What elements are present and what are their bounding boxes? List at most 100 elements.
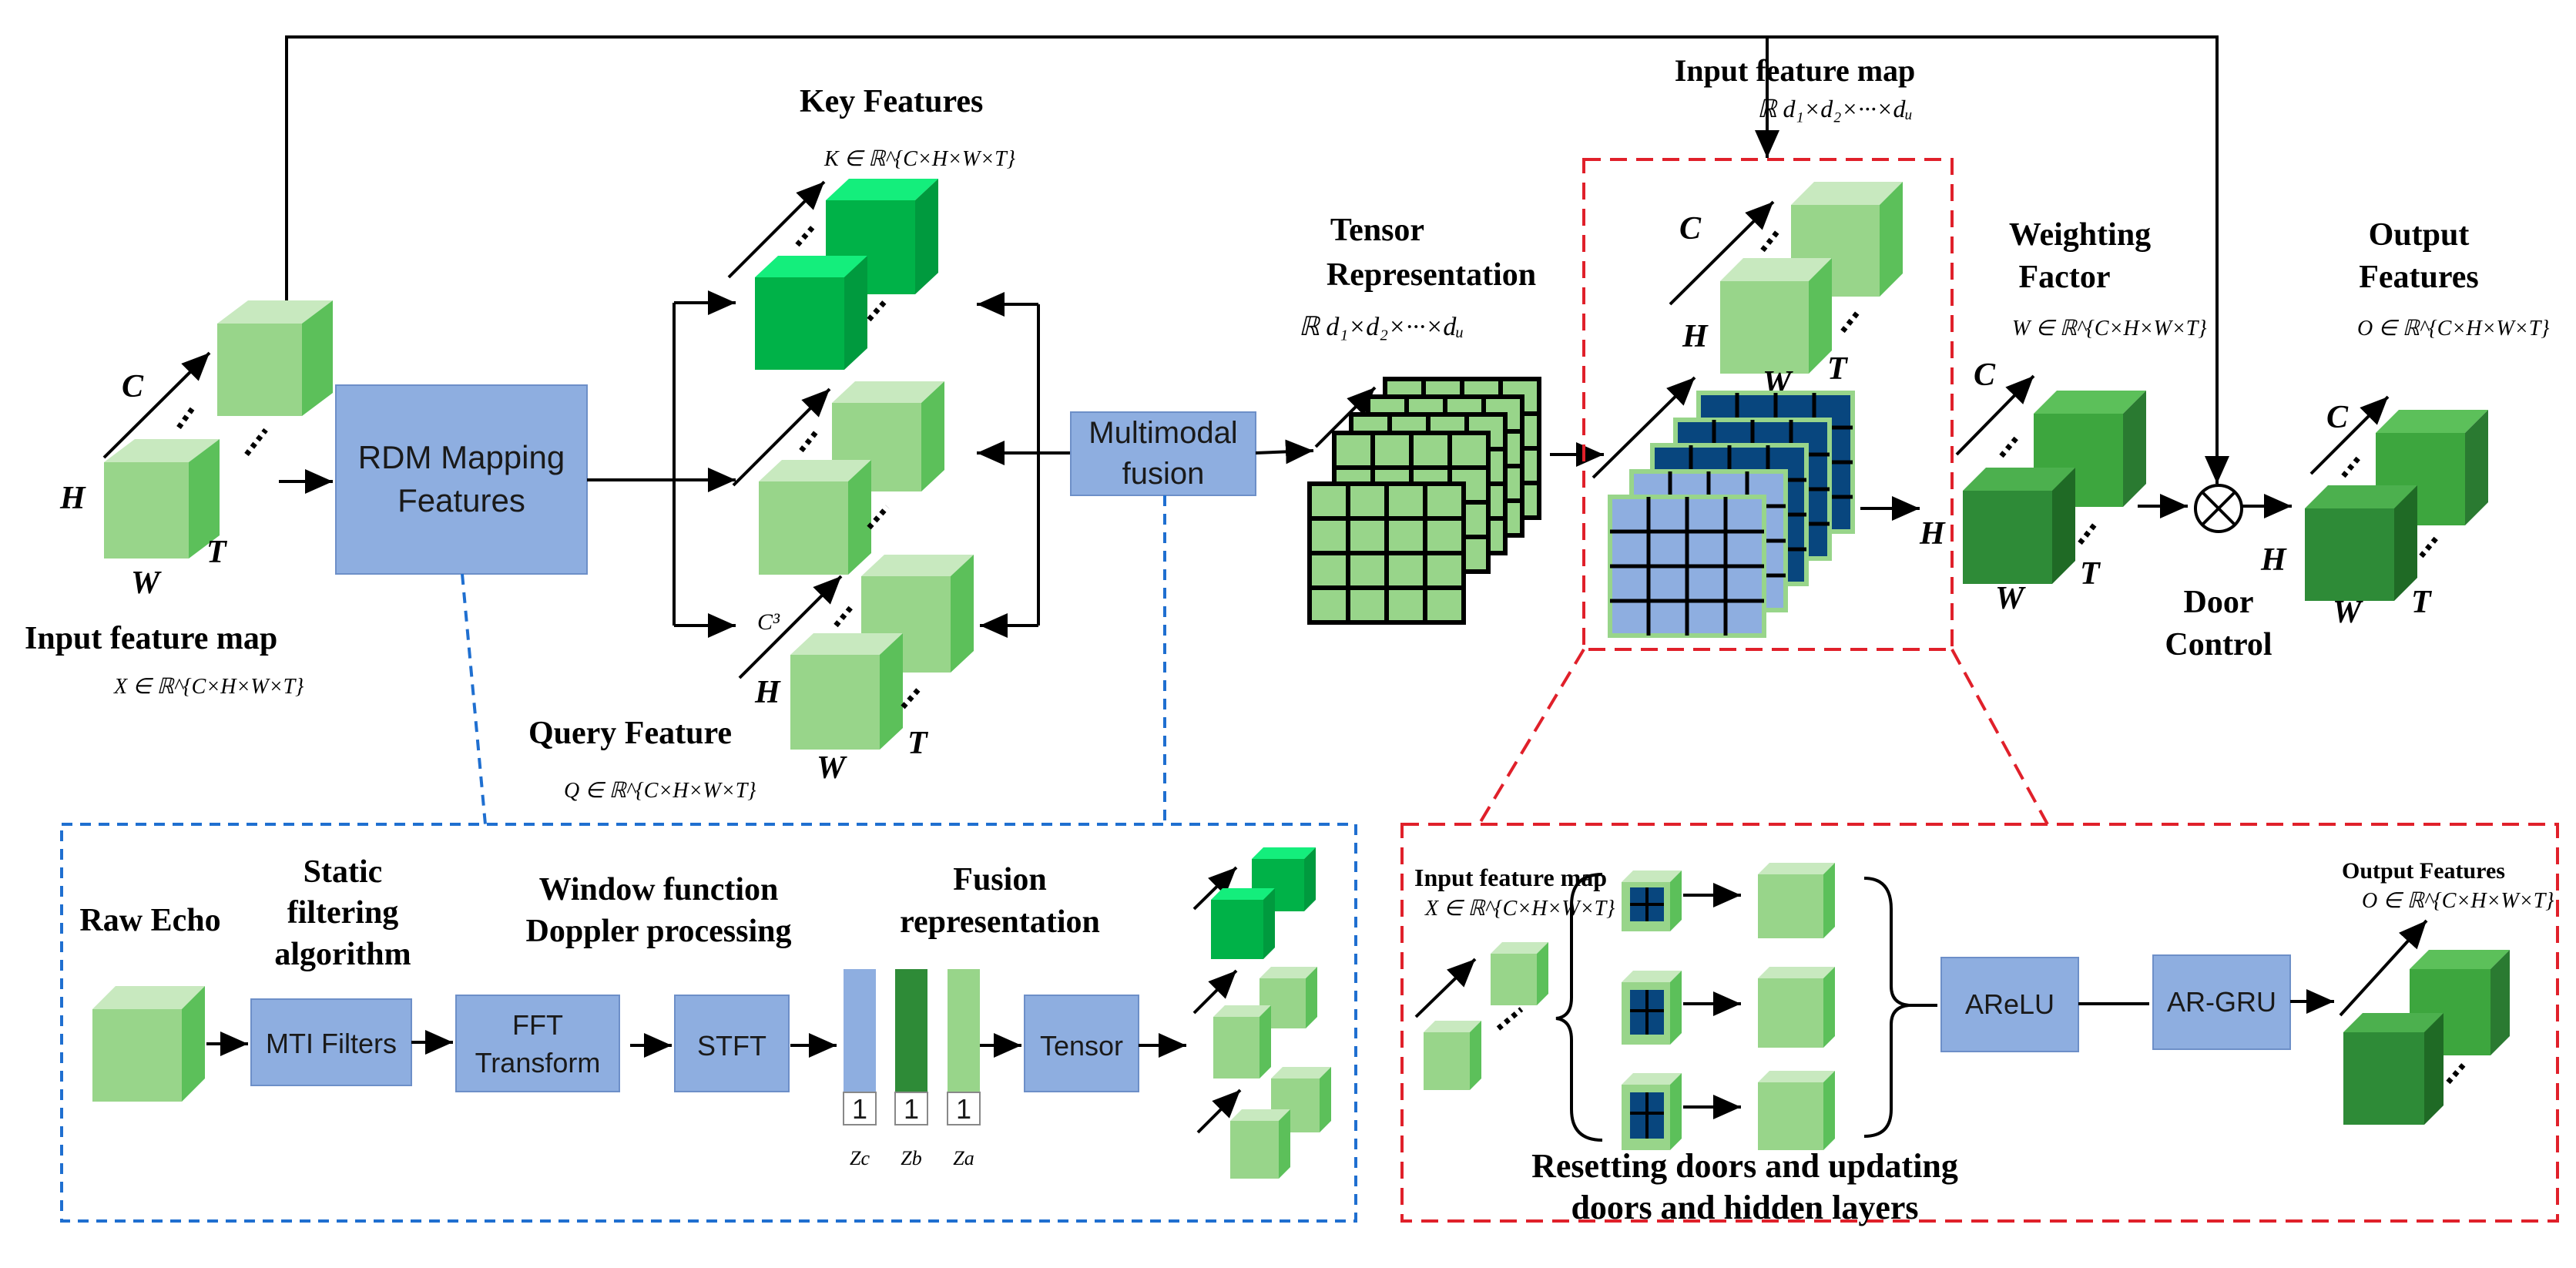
red-box-dots [1840, 310, 1860, 334]
output-formula: O ∈ ℝ^{C×H×W×T} [2357, 317, 2549, 340]
z-a-label: Za [953, 1147, 974, 1169]
fft-label-1: FFT [512, 1009, 563, 1041]
red-connector-left [1478, 648, 1585, 826]
z-vector-a: 1 Za [947, 969, 981, 1169]
red-box-cube-front [1720, 258, 1832, 374]
static-title-3: algorithm [274, 937, 411, 972]
top-input-title: Input feature map [1675, 53, 1916, 88]
red-box-h-axis [1592, 376, 1696, 479]
gru-output-title: Output Features [2342, 858, 2505, 884]
gated-grid-stack [1608, 391, 1855, 638]
door-control-multiply [2194, 484, 2243, 533]
stft-box: STFT [674, 995, 790, 1092]
weight-cube-front [1963, 468, 2075, 584]
arrow-to-tensor [1255, 439, 1314, 465]
query-label-t: T [907, 726, 929, 761]
input-dots-1 [176, 406, 195, 430]
input-map-formula: X ∈ ℝ^{C×H×W×T} [113, 675, 304, 699]
z-b-label: Zb [901, 1147, 921, 1169]
z-c-label: Zc [850, 1147, 870, 1169]
red-dashed-panel [1400, 823, 2559, 1223]
gate-row-1 [1622, 863, 1835, 938]
input-dots-2 [244, 428, 268, 457]
input-cube-front [104, 439, 220, 559]
gru-input-title: Input feature map [1414, 864, 1607, 891]
input-label-h: H [59, 481, 86, 516]
raw-echo-cube [92, 986, 205, 1102]
output-cube-back [2376, 410, 2488, 525]
arelu-label: AReLU [1965, 988, 2054, 1020]
mid-cube-front [759, 460, 871, 575]
input-map-title: Input feature map [25, 621, 277, 656]
tensor-title-1: Tensor [1330, 213, 1424, 248]
arelu-box: AReLU [1940, 957, 2079, 1052]
red-box-label-t: T [1827, 351, 1849, 387]
red-connector-right [1950, 649, 2049, 825]
query-formula: Q ∈ ℝ^{C×H×W×T} [564, 779, 756, 803]
door-label-1: Door [2184, 585, 2254, 620]
mini-key-cubes [1192, 847, 1316, 959]
tensor-d-axis [1314, 386, 1377, 448]
weight-label-c: C [1974, 357, 1996, 393]
input-label-w: W [131, 565, 162, 601]
fusion-title-1: Fusion [953, 862, 1046, 897]
multimodal-fusion-box: Multimodal fusion [1070, 411, 1256, 496]
output-title-2: Features [2359, 260, 2479, 295]
input-c-axis [102, 351, 211, 459]
z-c-one: 1 [852, 1093, 867, 1125]
query-label-w: W [817, 750, 847, 786]
z-vector-c: 1 Zc [843, 969, 877, 1169]
red-box-dots-2 [1760, 229, 1780, 253]
tensor-box: Tensor [1024, 995, 1139, 1092]
query-cube-front [790, 633, 903, 750]
top-input-formula: ℝ d₁×d₂×···×dᵤ [1757, 95, 1913, 122]
mti-label: MTI Filters [266, 1028, 397, 1059]
weight-dots-2 [1999, 435, 2019, 458]
static-title-1: Static [304, 854, 383, 890]
z-b-one: 1 [904, 1093, 919, 1125]
input-label-t: T [206, 535, 228, 570]
red-box-label-c: C [1679, 211, 1702, 247]
weight-title-1: Weighting [2009, 217, 2151, 253]
window-title-2: Doppler processing [526, 914, 792, 949]
rdm-branch-lines [587, 290, 736, 638]
static-title-2: filtering [287, 895, 399, 931]
gru-caption-1: Resetting doors and updating [1531, 1147, 1958, 1185]
gru-right-brace [1863, 877, 1910, 1138]
query-title: Query Feature [528, 716, 732, 751]
gru-input-formula: X ∈ ℝ^{C×H×W×T} [1424, 897, 1615, 921]
fft-label-2: Transform [475, 1047, 601, 1078]
mid-c-axis [732, 387, 831, 487]
query-dots [901, 685, 923, 709]
mid-dots-2 [799, 429, 819, 453]
tensor-box-label: Tensor [1040, 1030, 1123, 1062]
argru-box: AR-GRU [2152, 954, 2291, 1050]
z-vector-b: 1 Zb [894, 969, 928, 1169]
blue-connector-left [461, 573, 487, 825]
weight-c-axis [1955, 374, 2035, 456]
gate-row-3 [1622, 1071, 1835, 1150]
output-label-t: T [2411, 585, 2433, 620]
mini-mid-cubes [1192, 967, 1317, 1078]
output-label-h: H [2260, 542, 2287, 578]
key-formula: K ∈ ℝ^{C×H×W×T} [823, 147, 1015, 171]
key-dots [867, 298, 888, 322]
query-dots-2 [834, 605, 854, 628]
gate-row-2 [1622, 967, 1835, 1048]
feedback-line [285, 35, 2229, 484]
multimodal-return-lines [977, 292, 1071, 638]
door-label-2: Control [2165, 627, 2272, 663]
rdm-label-1: RDM Mapping [358, 439, 565, 475]
argru-label: AR-GRU [2167, 986, 2276, 1018]
tensor-title-2: Representation [1327, 257, 1536, 293]
rdm-mapping-box: RDM Mapping Features [335, 384, 588, 575]
multimodal-label-2: fusion [1122, 457, 1205, 491]
output-c-axis [2309, 395, 2390, 475]
red-dashed-box-top [1582, 158, 1954, 651]
gru-caption-2: doors and hidden layers [1571, 1189, 1918, 1226]
rdm-label-2: Features [397, 482, 525, 518]
window-title-1: Window function [539, 872, 779, 907]
gru-left-brace [1555, 873, 1603, 1142]
raw-echo-title: Raw Echo [79, 903, 220, 938]
